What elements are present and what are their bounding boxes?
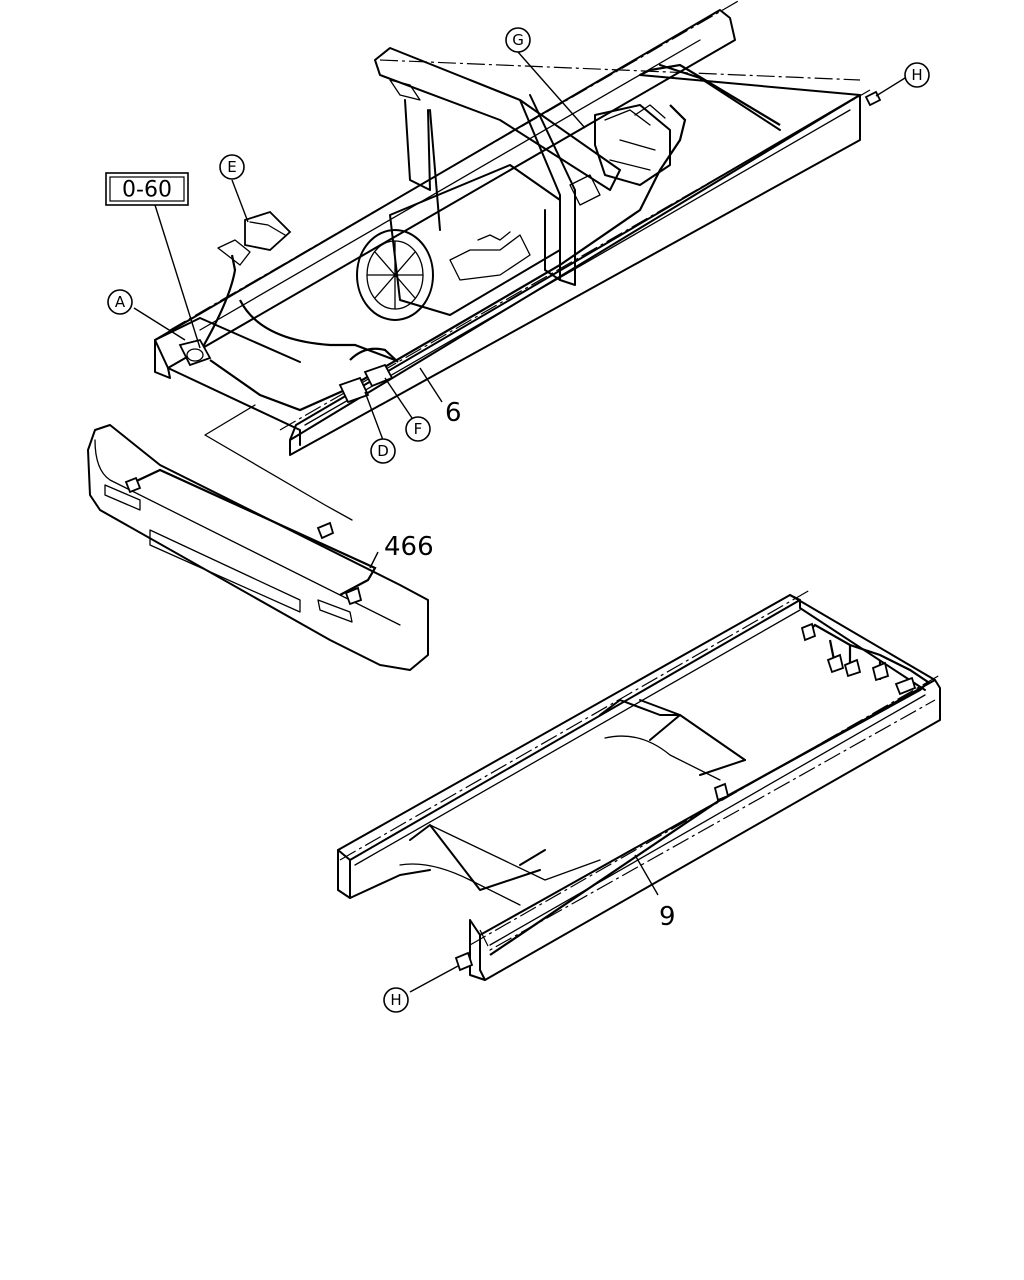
- rear-wiring-harness: [489, 622, 930, 956]
- part-number-6: 6: [445, 398, 462, 428]
- connector-e: [217, 210, 292, 266]
- connector-h-bottom: [454, 951, 474, 972]
- callout-d: D: [370, 438, 396, 464]
- callout-a-label: A: [115, 293, 126, 311]
- part-number-9: 9: [659, 902, 676, 932]
- reference-label: 0-60: [122, 178, 172, 203]
- callout-g: G: [505, 27, 531, 53]
- front-wiring-harness: [199, 63, 781, 412]
- cab-mount-structure: [374, 47, 621, 286]
- callout-g-label: G: [512, 31, 524, 49]
- callout-h-bottom: H: [383, 987, 409, 1013]
- front-bumper: [87, 404, 429, 671]
- reference-box-0-60: 0-60: [105, 172, 189, 206]
- front-chassis-frame: [154, 0, 871, 456]
- callout-h-top: H: [904, 62, 930, 88]
- leader-lines: [133, 51, 906, 993]
- connector-a: [178, 338, 212, 367]
- callout-a: A: [107, 289, 133, 315]
- callout-h-top-label: H: [911, 66, 922, 84]
- callout-e: E: [219, 154, 245, 180]
- callout-d-label: D: [377, 442, 389, 460]
- rear-chassis-frame: [337, 589, 941, 981]
- callout-f: F: [405, 416, 431, 442]
- part-number-466: 466: [384, 532, 434, 562]
- callout-h-bottom-label: H: [390, 991, 401, 1009]
- connector-h-top: [864, 90, 882, 107]
- callout-e-label: E: [227, 158, 236, 176]
- engine: [356, 164, 561, 321]
- callout-f-label: F: [414, 420, 423, 438]
- transmission: [594, 104, 671, 186]
